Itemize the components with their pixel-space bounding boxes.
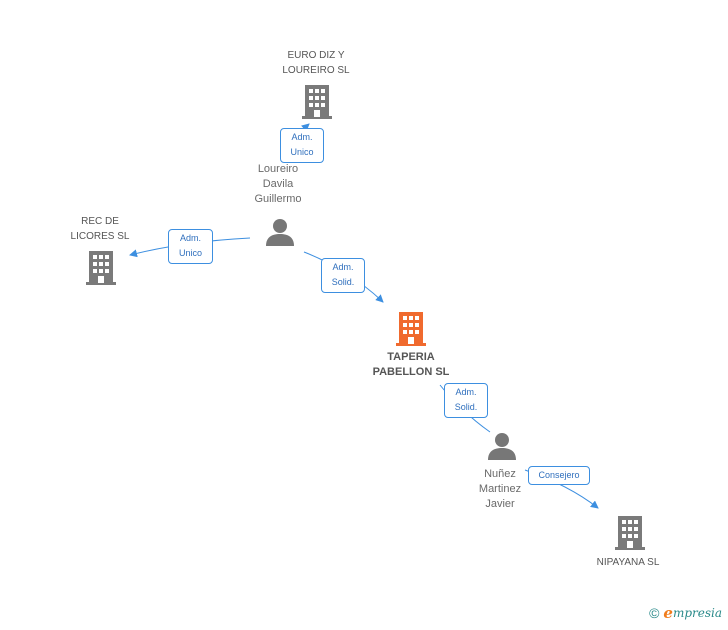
building-icon[interactable]	[396, 312, 426, 346]
person-icon[interactable]	[487, 432, 517, 460]
building-icon[interactable]	[302, 85, 332, 119]
brand-logo-initial: e	[663, 604, 673, 622]
building-icon[interactable]	[86, 251, 116, 285]
person-label-loureiro: Loureiro Davila Guillermo	[254, 163, 302, 205]
company-label-euro-diz: EURO DIZ Y LOUREIRO SL	[282, 50, 350, 76]
role-badge-loureiro-euro-diz[interactable]: Adm. Unico	[280, 128, 324, 163]
role-badge-nunez-taperia[interactable]: Adm. Solid.	[444, 383, 488, 418]
copyright-symbol: ©	[649, 605, 660, 621]
company-label-taperia[interactable]: TAPERIA PABELLON SL	[372, 351, 450, 378]
role-badge-loureiro-rec-licores[interactable]: Adm. Unico	[168, 229, 213, 264]
brand-logo-text: mpresia	[672, 606, 722, 620]
person-label-nunez: Nuñez Martinez Javier	[478, 468, 522, 510]
building-icon[interactable]	[615, 516, 645, 550]
role-badge-loureiro-taperia[interactable]: Adm. Solid.	[321, 258, 365, 293]
role-badge-nunez-nipayana[interactable]: Consejero	[528, 466, 590, 485]
company-label-nipayana: NIPAYANA SL	[596, 557, 660, 568]
person-icon[interactable]	[265, 218, 295, 246]
company-label-rec-licores: REC DE LICORES SL	[70, 216, 130, 242]
